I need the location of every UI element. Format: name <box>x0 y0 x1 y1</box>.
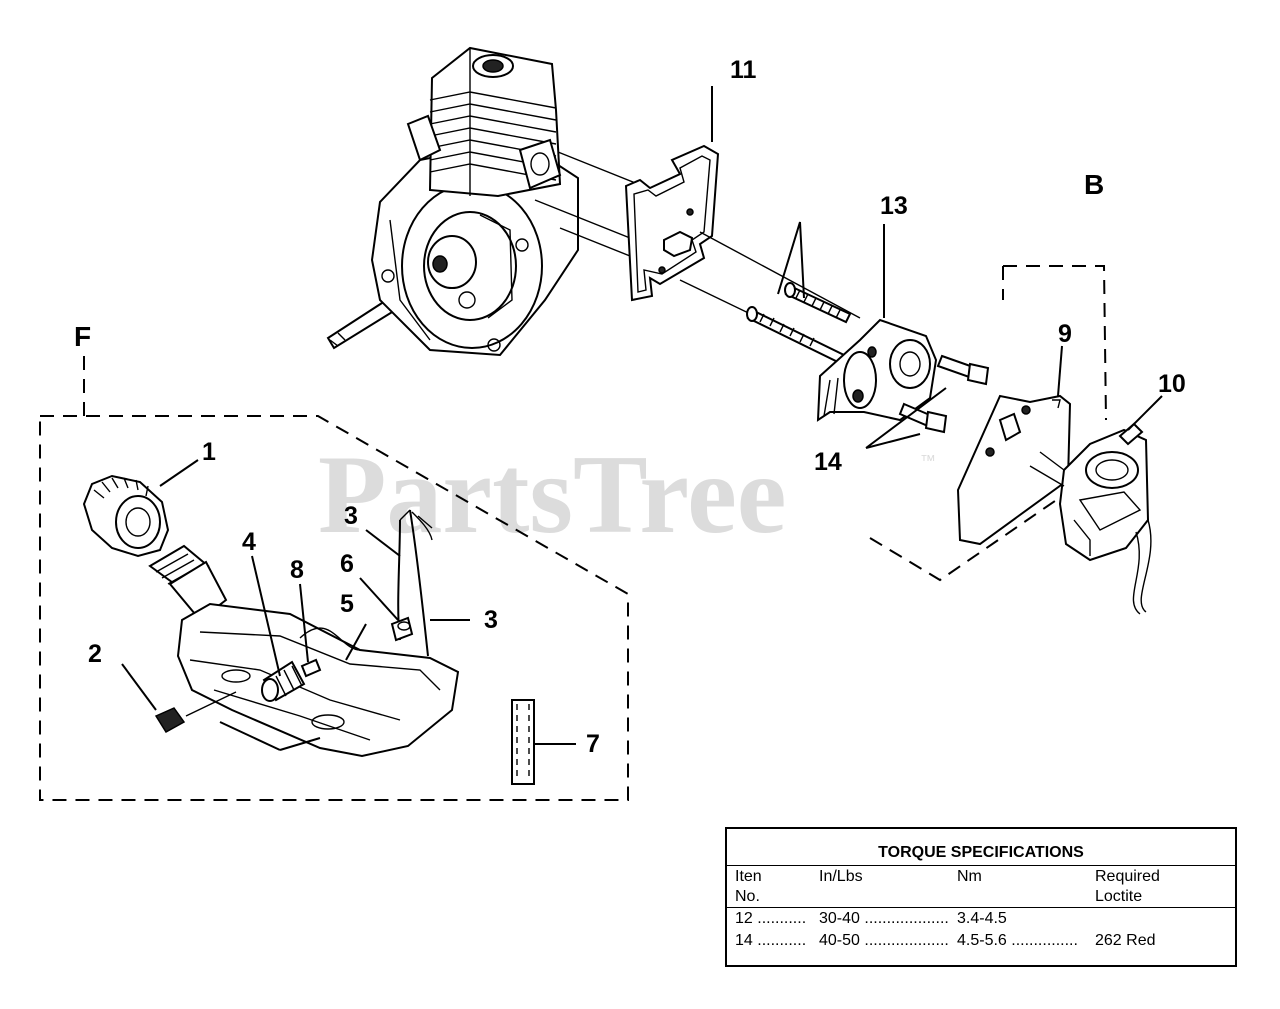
header-loctite-line2: Loctite <box>1095 888 1143 905</box>
callout-3-lower: 3 <box>484 606 498 634</box>
decal-part-7 <box>511 699 535 785</box>
callout-11: 11 <box>730 56 757 84</box>
callout-labels: 11 13 9 10 14 1 3 4 8 6 5 3 2 7 F B <box>74 56 1186 758</box>
section-label-f: F <box>74 321 91 352</box>
callout-8: 8 <box>290 556 304 584</box>
header-nm: Nm <box>957 868 982 885</box>
callout-5: 5 <box>340 590 354 618</box>
torque-specifications-table: TORQUE SPECIFICATIONS Iten No. In/Lbs Nm… <box>725 827 1237 967</box>
watermark: PartsTree ™ <box>318 433 936 557</box>
fuel-tank <box>148 544 460 758</box>
callout-4: 4 <box>242 528 256 556</box>
header-inlbs: In/Lbs <box>819 868 863 885</box>
callout-13: 13 <box>880 192 908 220</box>
row-12-item: 12 ........... <box>735 910 807 927</box>
callout-1: 1 <box>202 438 216 466</box>
short-screws-part-14 <box>898 354 990 434</box>
callout-6: 6 <box>340 550 354 578</box>
grommet-part-6 <box>390 616 414 642</box>
callout-7: 7 <box>586 730 600 758</box>
gasket-part-11 <box>624 144 720 302</box>
carb-mount-part-13 <box>816 318 938 422</box>
row-14-inlbs: 40-50 ................... <box>819 932 949 949</box>
callout-9: 9 <box>1058 320 1072 348</box>
callout-3-upper: 3 <box>344 502 358 530</box>
torque-table-header-rule <box>727 907 1235 908</box>
header-loctite-line1: Required <box>1095 868 1160 885</box>
watermark-text: PartsTree <box>318 433 787 557</box>
callout-2: 2 <box>88 640 102 668</box>
header-item-line2: No. <box>735 888 760 905</box>
torque-table-title: TORQUE SPECIFICATIONS <box>878 844 1084 861</box>
row-12-inlbs: 30-40 ................... <box>819 910 949 927</box>
fuel-cap-part-1 <box>82 474 170 558</box>
callout-14: 14 <box>814 448 842 476</box>
engine-block <box>326 46 579 357</box>
row-14-nm: 4.5-5.6 ............... <box>957 932 1078 949</box>
row-12-nm: 3.4-4.5 <box>957 910 1007 927</box>
long-screws <box>746 282 852 366</box>
plate-part-9 <box>956 394 1072 546</box>
fuel-filter-part-4 <box>261 658 322 702</box>
watermark-trademark: ™ <box>920 453 936 470</box>
row-14-item: 14 ........... <box>735 932 807 949</box>
header-item-line1: Iten <box>735 868 762 885</box>
carburetor-part-10 <box>1058 422 1152 615</box>
row-14-loctite: 262 Red <box>1095 932 1156 949</box>
section-label-b: B <box>1084 169 1104 200</box>
vent-part-2 <box>154 691 237 734</box>
torque-table-title-rule <box>727 865 1235 866</box>
callout-10: 10 <box>1158 370 1186 398</box>
